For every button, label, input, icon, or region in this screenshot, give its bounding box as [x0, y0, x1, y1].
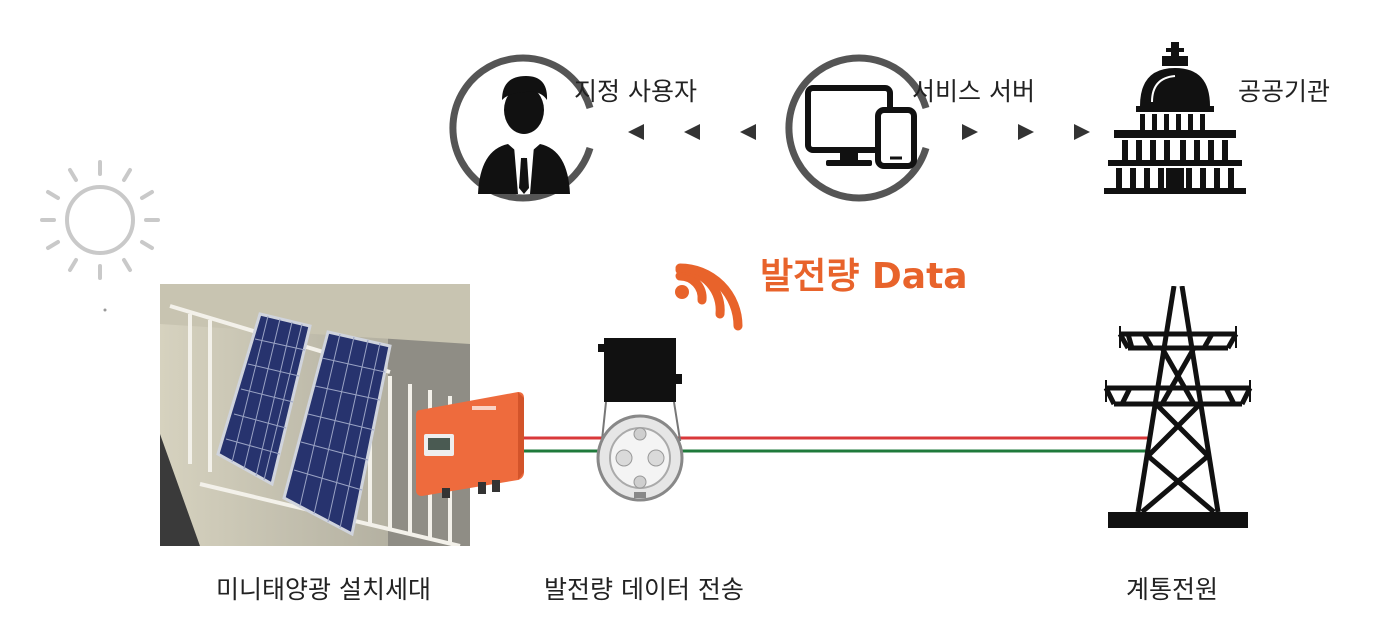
transmission-tower-icon: [1103, 286, 1253, 528]
arrow-right-2: [1018, 124, 1034, 140]
designated-user-label: 지정 사용자: [574, 77, 697, 106]
arrow-right-3: [1074, 124, 1090, 140]
arrow-left-1: [628, 124, 644, 140]
service-server-icon: [785, 54, 930, 202]
service-server-label: 서비스 서버: [912, 77, 1035, 106]
arrow-left-2: [684, 124, 700, 140]
capitol-building-icon: [1104, 42, 1246, 194]
arrow-right-1: [962, 124, 978, 140]
smart-meter-icon: [596, 338, 684, 502]
wireless-signal-icon: [675, 263, 743, 331]
public-agency-label: 공공기관: [1238, 77, 1331, 106]
grid-power-label: 계통전원: [1126, 575, 1219, 604]
designated-user-icon: [449, 54, 594, 202]
inverter-icon: [416, 392, 524, 498]
sun-icon: [40, 160, 160, 312]
generation-data-title: 발전량 Data: [760, 256, 968, 297]
generation-data-transmission-label: 발전량 데이터 전송: [544, 575, 744, 604]
arrow-left-3: [740, 124, 756, 140]
mini-solar-household-label: 미니태양광 설치세대: [216, 575, 431, 604]
